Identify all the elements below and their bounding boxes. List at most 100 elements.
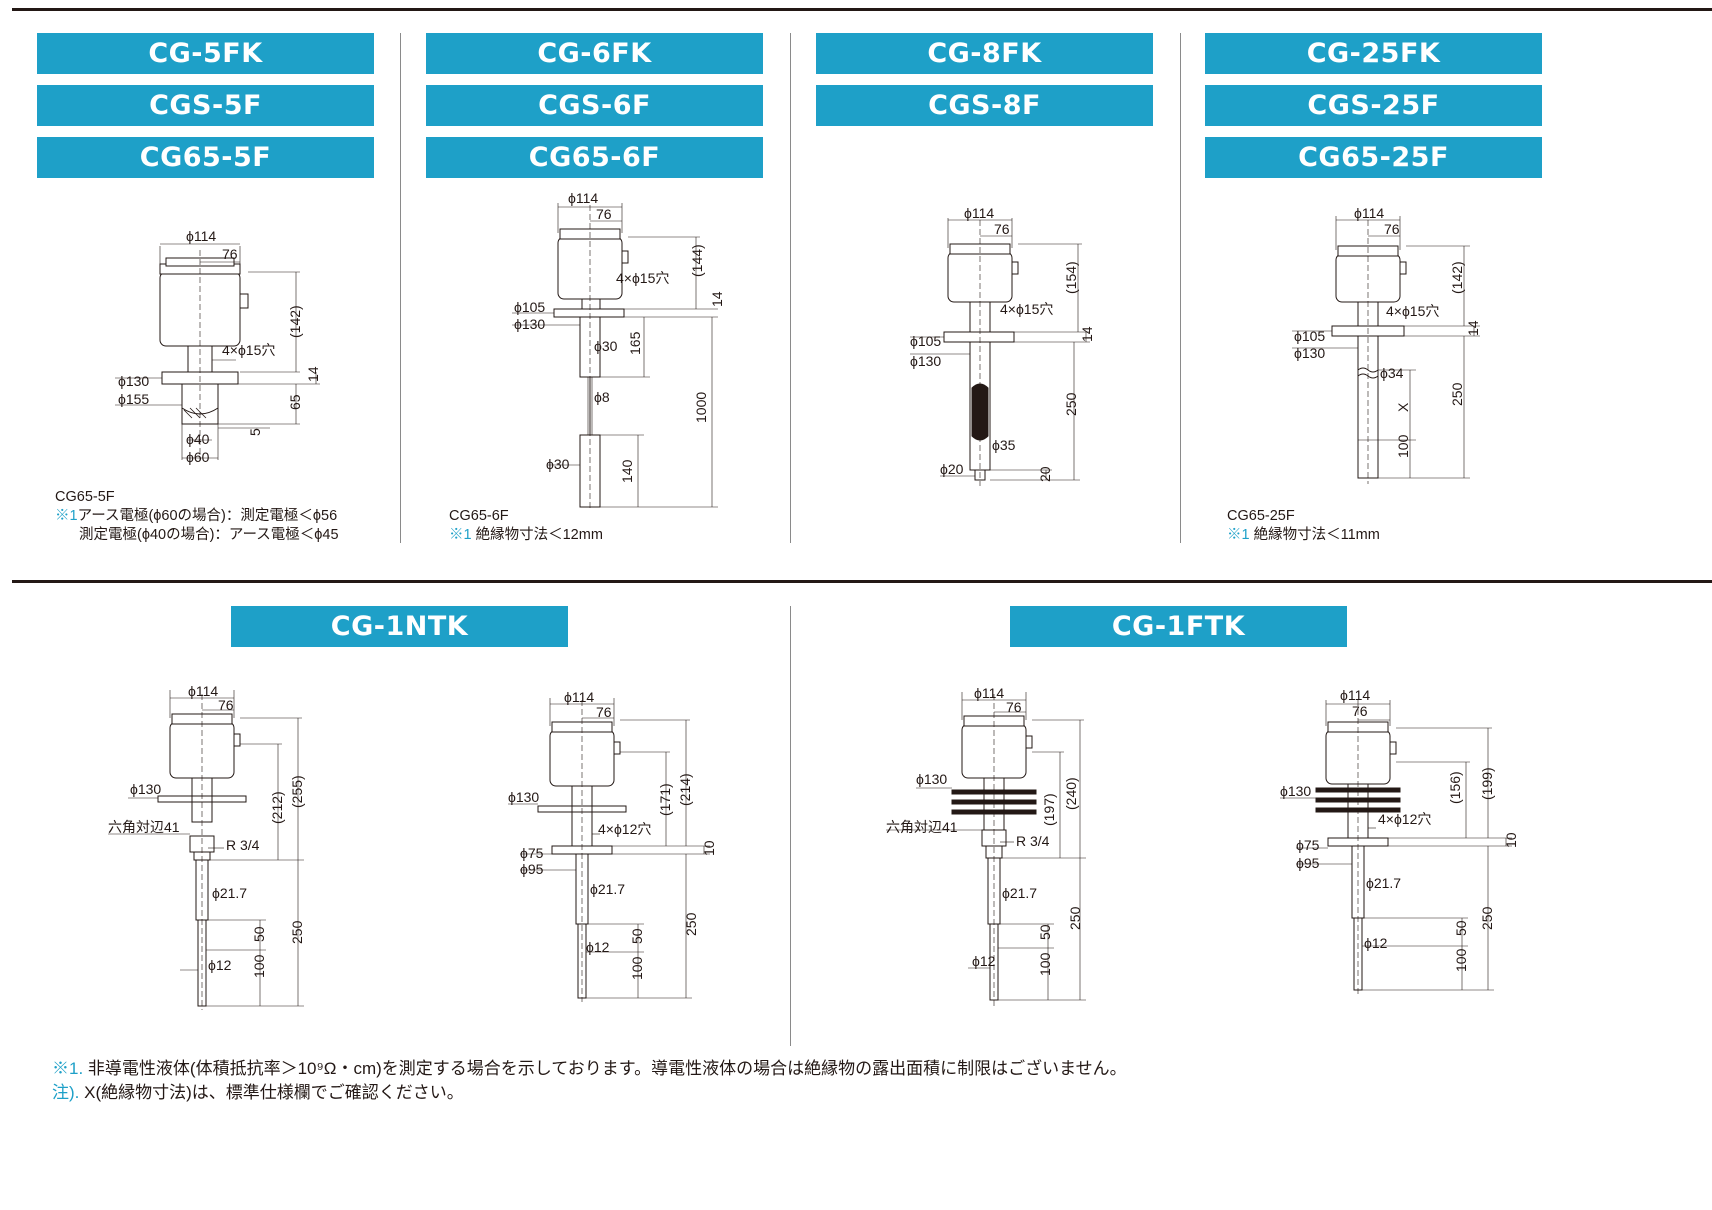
dim-label: ϕ60	[186, 449, 210, 465]
dim-label: ϕ130	[508, 789, 539, 805]
footnote-1: ※1. 非導電性液体(体積抵抗率＞10⁹Ω・cm)を測定する場合を示しております…	[52, 1059, 1127, 1078]
dim-label: ϕ130	[514, 316, 545, 332]
model-title-cg-5fk: CG-5FK	[37, 33, 374, 74]
dim-label: ϕ12	[972, 953, 996, 969]
dim-label: (212)	[269, 791, 285, 824]
dim-label: 10	[1503, 832, 1519, 848]
dim-label: 14	[1465, 320, 1481, 336]
dim-label: 六角対辺41	[108, 819, 180, 835]
dim-label: (142)	[1449, 261, 1465, 294]
dim-label: (171)	[657, 783, 673, 816]
model-title-cg-1ftk: CG-1FTK	[1010, 606, 1347, 647]
dim-label: 50	[629, 928, 645, 944]
dim-label: 65	[287, 394, 303, 410]
dim-label: 50	[1037, 924, 1053, 940]
dim-label: 250	[1063, 392, 1079, 416]
footnote-2: 注). X(絶縁物寸法)は、標準仕様欄でご確認ください。	[52, 1083, 464, 1102]
dim-label: 20	[1037, 466, 1053, 482]
dim-label: ϕ21.7	[1002, 885, 1037, 901]
dim-label: ϕ95	[1296, 855, 1320, 871]
drawing-cg-1ntk-flanged: ϕ114 76 ϕ130 (171) (214) 4×ϕ12穴 ϕ75 ϕ95 …	[508, 689, 717, 1002]
dim-label: ϕ130	[130, 781, 161, 797]
dim-label: ϕ105	[1294, 328, 1325, 344]
dim-label: ϕ114	[1354, 205, 1384, 221]
dim-label: ϕ130	[916, 771, 947, 787]
dim-label: 100	[1037, 952, 1053, 976]
dim-label: ϕ114	[188, 683, 218, 699]
dim-label: (142)	[287, 305, 303, 338]
dim-label: 250	[683, 912, 699, 936]
dim-label: ϕ12	[1364, 935, 1388, 951]
dim-label: ϕ40	[186, 431, 210, 447]
dim-label: 5	[247, 428, 263, 436]
dim-label: 250	[1449, 382, 1465, 406]
dim-label: ϕ21.7	[212, 885, 247, 901]
model-title-cg-6fk: CG-6FK	[426, 33, 763, 74]
top-rule	[12, 8, 1712, 11]
model-title-cg-8fk: CG-8FK	[816, 33, 1153, 74]
dim-label: ϕ130	[118, 373, 149, 389]
dim-label: (240)	[1063, 777, 1079, 810]
dim-label: 14	[305, 366, 321, 382]
model-title-cg65-25f: CG65-25F	[1205, 137, 1542, 178]
middle-rule	[12, 580, 1712, 583]
dim-label: 50	[1453, 920, 1469, 936]
model-title-cgs-6f: CGS-6F	[426, 85, 763, 126]
dim-label: (156)	[1447, 771, 1463, 804]
dim-label: ϕ130	[1280, 783, 1311, 799]
dim-label: 50	[251, 926, 267, 942]
dim-label: ϕ130	[910, 353, 941, 369]
dim-label: ϕ105	[514, 299, 545, 315]
dim-label: ϕ114	[186, 228, 216, 244]
dim-label: 4×ϕ12穴	[598, 821, 651, 837]
dim-label: ϕ130	[1294, 345, 1325, 361]
dim-label: (197)	[1041, 793, 1057, 826]
dim-label: ϕ105	[910, 333, 941, 349]
dim-label: ϕ12	[586, 939, 610, 955]
dim-label: ϕ30	[594, 338, 618, 354]
dim-label: 4×ϕ15穴	[616, 270, 669, 286]
column-divider	[1180, 33, 1181, 543]
dim-label: ϕ21.7	[1366, 875, 1401, 891]
model-title-cgs-25f: CGS-25F	[1205, 85, 1542, 126]
dim-label: 76	[596, 704, 612, 720]
drawing-cg-1ftk-flanged: ϕ114 76 ϕ130 (156) (199) 4×ϕ12穴 ϕ75 ϕ95 …	[1280, 687, 1519, 996]
dim-label: 250	[1067, 906, 1083, 930]
dim-label: 250	[1479, 906, 1495, 930]
dim-label: R 3/4	[226, 837, 260, 853]
drawing-cg-25fk: ϕ114 76 (142) 4×ϕ15穴 14 ϕ105 ϕ130 ϕ34 X …	[1292, 205, 1481, 484]
dim-label: 4×ϕ12穴	[1378, 811, 1431, 827]
dim-label: ϕ35	[992, 437, 1016, 453]
section-divider	[790, 606, 791, 1046]
dim-label: 76	[1006, 699, 1022, 715]
dim-label: ϕ20	[940, 461, 964, 477]
dim-label: ϕ8	[594, 389, 610, 405]
dim-label: X	[1395, 402, 1411, 412]
dim-label: 14	[1079, 326, 1095, 342]
model-title-cg65-6f: CG65-6F	[426, 137, 763, 178]
dim-label: 4×ϕ15穴	[1000, 301, 1053, 317]
drawing-cg-1ntk-threaded: ϕ114 76 ϕ130 (212) (255) 六角対辺41 R 3/4 ϕ2…	[108, 683, 305, 1010]
dim-label: ϕ30	[546, 456, 570, 472]
dim-label: (144)	[689, 244, 705, 277]
dim-label: ϕ95	[520, 861, 544, 877]
dim-label: ϕ114	[568, 190, 598, 206]
model-note: CG65-6F ※1 絶縁物寸法＜12mm	[449, 508, 603, 543]
dim-label: 100	[629, 956, 645, 980]
dim-label: 六角対辺41	[886, 819, 958, 835]
dim-label: ϕ34	[1380, 365, 1404, 381]
dim-label: 4×ϕ15穴	[1386, 303, 1439, 319]
dim-label: 100	[1395, 434, 1411, 458]
dim-label: 76	[218, 697, 234, 713]
dim-label: ϕ155	[118, 391, 149, 407]
model-title-cg65-5f: CG65-5F	[37, 137, 374, 178]
dim-label: ϕ114	[974, 685, 1004, 701]
dim-label: 14	[709, 291, 725, 307]
drawing-cg-5fk: ϕ114 76 (142) 4×ϕ15穴 ϕ130 14 ϕ155 65 5 ϕ…	[115, 228, 321, 465]
dim-label: 100	[1453, 948, 1469, 972]
dim-label: ϕ75	[1296, 837, 1320, 853]
column-divider	[790, 33, 791, 543]
dim-label: (199)	[1479, 767, 1495, 800]
model-title-cgs-8f: CGS-8F	[816, 85, 1153, 126]
dim-label: 4×ϕ15穴	[222, 342, 275, 358]
